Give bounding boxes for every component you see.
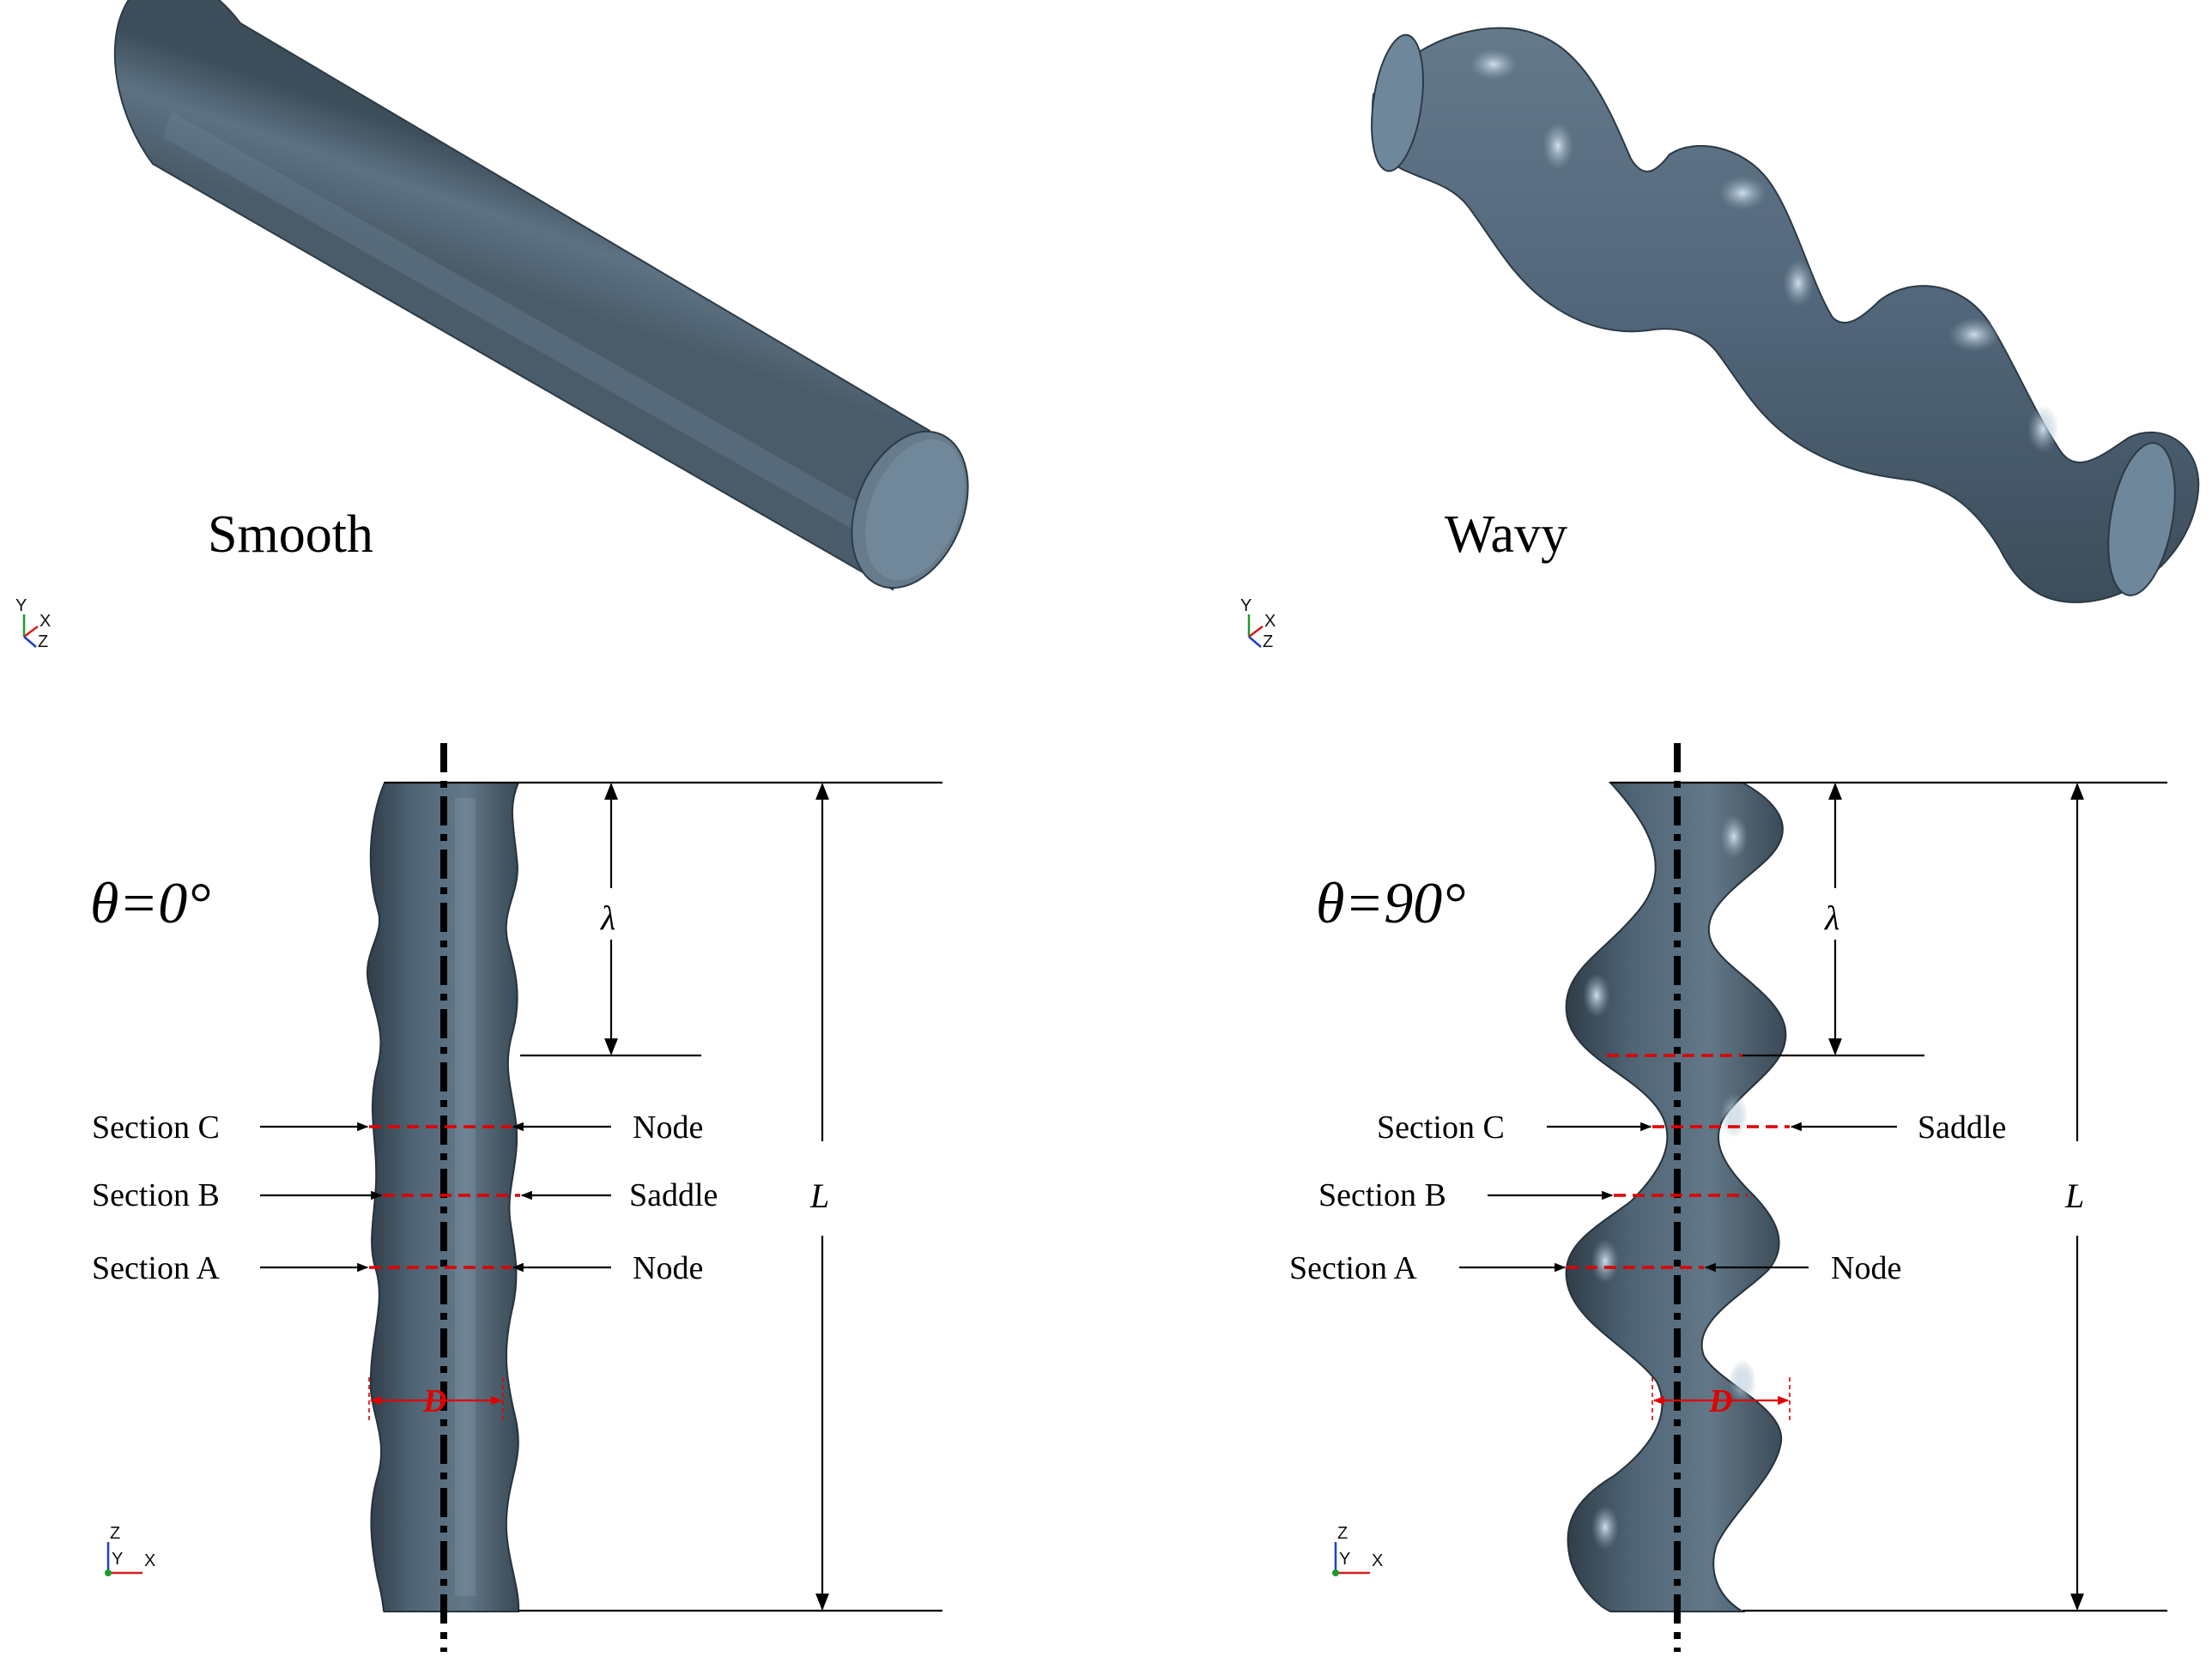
axis-triad-front-left: Z Y X [105,1524,155,1576]
theta0-node-top-label: Node [633,1110,703,1146]
triad-iso-left-a: Y [15,596,27,615]
theta90-highlight-4 [1591,1239,1619,1284]
smooth-pipe-view: Smooth [113,0,969,591]
triad-iso-left-c: Z [38,632,48,651]
triad-front-left-a: Z [110,1524,120,1543]
theta90-lambda-symbol: λ [1824,898,1839,937]
theta90-highlight-2 [1583,973,1610,1018]
theta0-section-c-label: Section C [92,1110,220,1146]
triad-front-right-c: X [1372,1551,1383,1570]
triad-iso-right-c: Z [1263,632,1273,651]
theta90-section-b-label: Section B [1318,1177,1446,1213]
smooth-cylinder-highlight-band [163,112,910,558]
theta0-lambda-gap [596,888,627,940]
wavy-label: Wavy [1445,505,1567,564]
wavy-pipe-body [1372,27,2200,603]
triad-front-left-c: X [144,1551,155,1570]
triad-iso-right-b: X [1264,612,1276,631]
theta0-node-bottom-label: Node [633,1250,703,1286]
theta0-section-b-label: Section B [92,1177,220,1213]
theta90-label: θ=90° [1316,870,1465,935]
theta90-highlight-6 [1591,1505,1619,1550]
theta90-section-a-label: Section A [1289,1250,1417,1286]
wavy-pipe-view: Wavy [1371,27,2200,603]
theta0-lambda-symbol: λ [600,898,615,937]
triad-iso-left-b: X [39,612,51,631]
triad-iso-right-a: Y [1240,596,1251,615]
triad-front-right-b: Y [1339,1550,1350,1569]
smooth-label: Smooth [208,505,373,564]
theta0-section-a-label: Section A [92,1250,220,1286]
triad-front-right-a: Z [1337,1524,1348,1543]
theta90-saddle-label: Saddle [1918,1110,2006,1146]
smooth-cylinder-body [113,0,931,591]
theta0-glint-strip [455,798,476,1596]
theta0-length-symbol: L [809,1176,829,1215]
theta0-label: θ=0° [90,870,210,935]
panel-theta-0: λ L Section C Section B Section A Node S… [90,743,942,1652]
theta90-node-label: Node [1831,1250,1901,1286]
theta90-highlight-1 [1720,814,1748,859]
smooth-cylinder-end-inner [865,438,965,581]
wavy-highlight-6 [2027,405,2058,453]
wavy-highlight-3 [1718,176,1767,210]
theta90-length-symbol: L [2064,1176,2084,1215]
wavy-pipe-inlet-face [1371,33,1424,172]
theta90-d-symbol: D [1708,1383,1732,1419]
axis-triad-iso-right: Y X Z [1240,596,1276,651]
theta0-saddle-label: Saddle [629,1177,718,1213]
panel-theta-90: λ L Section C Section B Section A Saddle… [1289,743,2167,1652]
theta90-highlight-3 [1720,1093,1748,1138]
theta90-lambda-gap [1820,888,1851,940]
theta0-length-gap [798,1141,846,1236]
axis-triad-iso-left: Y X Z [15,596,51,651]
axis-triad-front-right: Z Y X [1332,1524,1383,1576]
triad-front-left-b: Y [112,1550,123,1569]
wavy-highlight-1 [1470,49,1518,80]
wavy-highlight-5 [1948,317,2000,352]
wavy-highlight-2 [1542,122,1573,170]
theta90-length-gap [2053,1141,2101,1236]
theta90-section-c-label: Section C [1377,1110,1505,1146]
wavy-pipe-outlet-face [2107,442,2176,596]
theta90-highlight-5 [1729,1359,1756,1404]
wavy-highlight-4 [1783,259,1814,307]
theta0-d-symbol: D [422,1383,446,1419]
